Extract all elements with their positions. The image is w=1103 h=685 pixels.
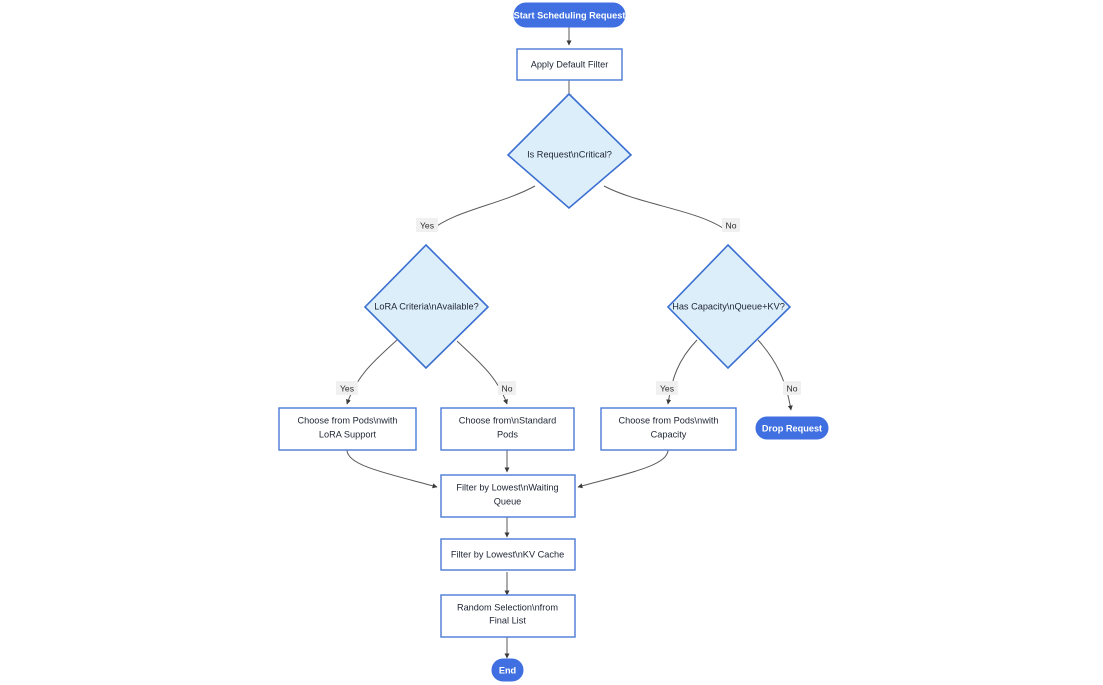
edge-capacity-to-pods-cap (666, 339, 698, 405)
edge-lora-to-pods-std (456, 340, 508, 405)
edge-label-critical-no: No (722, 218, 740, 232)
edge-label-lora-yes: Yes (336, 381, 358, 395)
edge-pods-cap-to-filter-queue (577, 449, 669, 489)
node-label: Random Selection\nfrom (457, 602, 558, 612)
node-label: Queue (494, 496, 522, 506)
edge-label-layer: Yes No Yes No Yes No (336, 218, 801, 395)
node-label: Drop Request (762, 423, 822, 433)
node-filter-by-lowest-waiting-queue[interactable]: Filter by Lowest\nWaiting Queue (440, 474, 576, 518)
node-label: Choose from\nStandard (459, 415, 557, 425)
node-choose-from-pods-with-capacity[interactable]: Choose from Pods\nwith Capacity (600, 407, 737, 451)
node-choose-from-pods-with-lora-support[interactable]: Choose from Pods\nwith LoRA Support (278, 407, 417, 451)
edge-capacity-to-drop (757, 339, 793, 411)
node-label: Apply Default Filter (531, 59, 609, 69)
node-label: End (499, 665, 516, 675)
node-label: Is Request\nCritical? (527, 149, 612, 159)
edge-label-text: No (787, 383, 798, 393)
edge-label-text: Yes (340, 383, 354, 393)
node-label: Start Scheduling Request (514, 10, 626, 20)
edge-layer (346, 27, 793, 659)
node-label: Choose from Pods\nwith (618, 415, 718, 425)
node-label: Pods (497, 429, 518, 439)
node-choose-from-standard-pods[interactable]: Choose from\nStandard Pods (440, 407, 575, 451)
edge-label-capacity-yes: Yes (656, 381, 678, 395)
node-lora-criteria-available[interactable]: LoRA Criteria\nAvailable? (363, 243, 490, 370)
edge-lora-to-pods-lora (346, 339, 398, 405)
edge-label-capacity-no: No (783, 381, 801, 395)
edge-label-lora-no: No (498, 381, 516, 395)
node-random-selection-from-final-list[interactable]: Random Selection\nfrom Final List (440, 594, 576, 638)
edge-label-text: No (726, 220, 737, 230)
node-label: Has Capacity\nQueue+KV? (672, 301, 785, 311)
edge-label-text: No (502, 383, 513, 393)
edge-critical-to-lora (429, 185, 536, 232)
node-has-capacity-queue-kv[interactable]: Has Capacity\nQueue+KV? (666, 243, 792, 370)
node-filter-by-lowest-kv-cache[interactable]: Filter by Lowest\nKV Cache (440, 538, 576, 571)
node-apply-default-filter[interactable]: Apply Default Filter (516, 48, 623, 81)
edge-critical-to-capacity (603, 185, 728, 232)
node-label: Filter by Lowest\nKV Cache (451, 549, 564, 559)
node-start-scheduling-request[interactable]: Start Scheduling Request (513, 2, 626, 28)
node-end[interactable]: End (491, 658, 524, 682)
node-label: Final List (489, 615, 526, 625)
node-is-request-critical[interactable]: Is Request\nCritical? (506, 92, 633, 210)
node-drop-request[interactable]: Drop Request (755, 416, 829, 440)
node-label: LoRA Criteria\nAvailable? (374, 301, 479, 311)
node-label: Filter by Lowest\nWaiting (456, 482, 558, 492)
edge-label-text: Yes (660, 383, 674, 393)
node-layer: Start Scheduling Request Apply Default F… (278, 2, 829, 682)
node-label: Capacity (651, 429, 687, 439)
edge-label-critical-yes: Yes (416, 218, 438, 232)
edge-pods-lora-to-filter-queue (346, 449, 438, 489)
node-label: LoRA Support (319, 429, 377, 439)
edge-label-text: Yes (420, 220, 434, 230)
node-label: Choose from Pods\nwith (297, 415, 397, 425)
